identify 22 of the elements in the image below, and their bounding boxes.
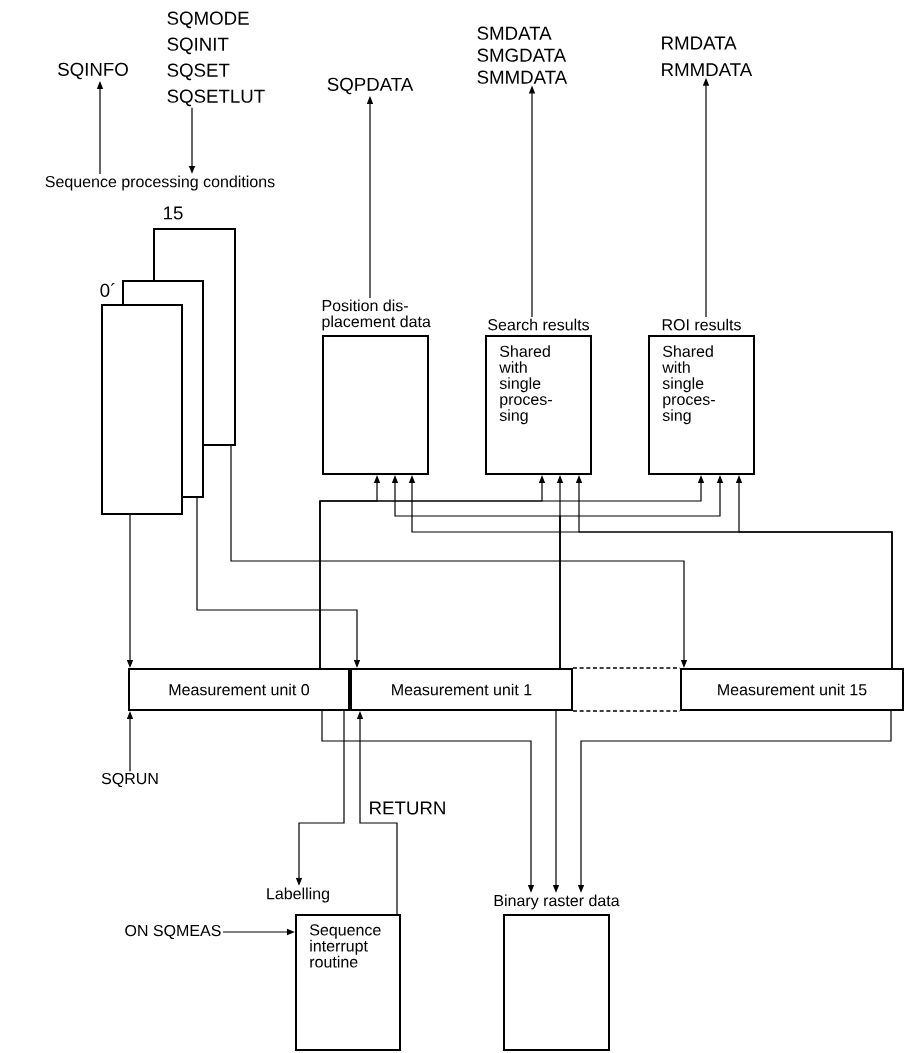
index-label: 15 [164,206,183,220]
heading: Binary raster data [494,894,620,910]
data-box: Shared with single proces- sing [648,335,755,475]
heading: Search results [488,318,590,331]
command-label: RMDATA RMMDATA [662,36,753,77]
data-box: Shared with single proces- sing [485,335,592,475]
command-label: SQMODE SQINIT SQSET SQSETLUT [167,11,265,107]
command-label: SQPDATA [327,77,414,95]
heading: Labelling [267,887,329,903]
index-label: 0´ [100,283,115,297]
heading: Position dis- placement data [322,299,431,331]
measurement-unit-box: Measurement unit 0 [128,668,350,711]
heading: Sequence processing conditions [45,175,275,191]
command-label: SMDATA SMGDATA SMMDATA [477,26,568,84]
command-label: SQRUN [101,772,158,788]
command-label: ON SQMEAS [125,924,221,940]
heading: ROI results [662,318,741,331]
routine-box: Sequence interrupt routine [295,914,401,1051]
command-label: SQINFO [58,62,128,80]
edge-label: RETURN [367,800,448,816]
measurement-unit-box: Measurement unit 1 [350,668,573,711]
measurement-unit-box: Measurement unit 15 [680,668,904,711]
